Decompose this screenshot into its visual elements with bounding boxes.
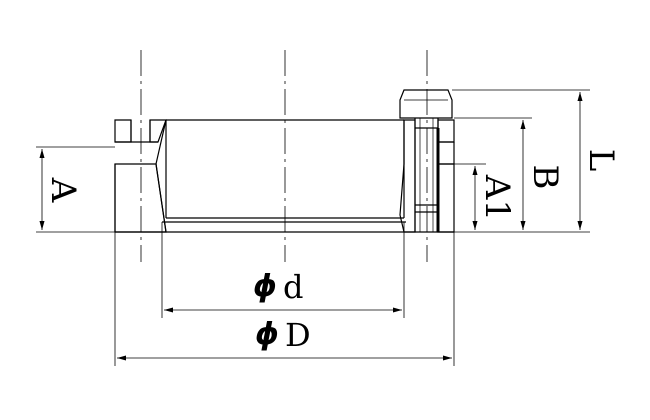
dimension-D-label: D bbox=[285, 316, 311, 354]
dimension-d-phi: ϕ bbox=[253, 269, 277, 304]
dimension-B: B bbox=[454, 117, 590, 233]
dimension-A: A bbox=[36, 146, 115, 233]
dimension-A-label: A bbox=[43, 177, 83, 203]
bolt bbox=[399, 89, 453, 232]
dimension-d: ϕ d bbox=[161, 222, 405, 318]
dimension-A1: A1 bbox=[454, 163, 517, 230]
dimension-L: L bbox=[452, 89, 621, 230]
bore-outline bbox=[115, 119, 454, 233]
left-flange-section bbox=[114, 119, 167, 233]
dimension-D: ϕ D bbox=[114, 232, 455, 366]
dimension-B-label: B bbox=[525, 165, 565, 190]
dimension-A1-label: A1 bbox=[477, 174, 517, 221]
dimension-L-label: L bbox=[581, 149, 621, 172]
dimension-d-label: d bbox=[283, 268, 303, 306]
dimension-D-phi: ϕ bbox=[255, 317, 279, 352]
